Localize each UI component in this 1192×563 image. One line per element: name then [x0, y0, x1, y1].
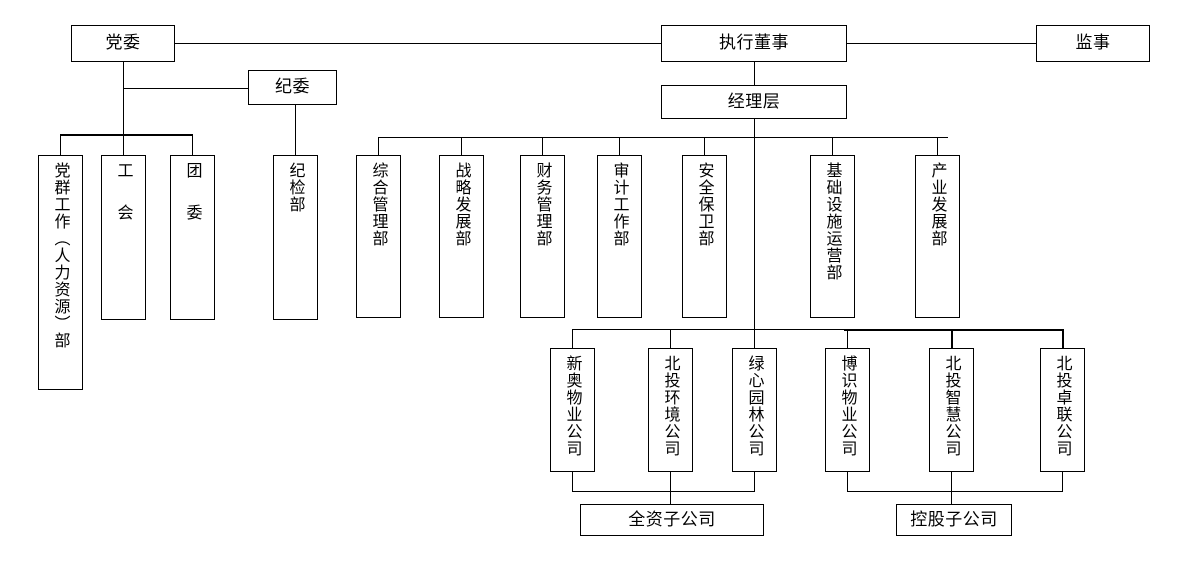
- subsidiary-drop-0: [572, 329, 573, 348]
- connector-director-to-supervisor: [847, 43, 1036, 44]
- department-bus: [378, 137, 948, 138]
- subsidiary-drop-3: [847, 329, 848, 348]
- department-drop-6: [937, 137, 938, 155]
- node-management-layer[interactable]: 经理层: [661, 85, 847, 119]
- department-drop-2: [542, 137, 543, 155]
- node-label: 审计工作部: [610, 162, 630, 247]
- holding-riser-1: [951, 472, 952, 491]
- node-dept-general-management[interactable]: 综合管理部: [356, 155, 401, 318]
- node-label: 经理层: [727, 91, 781, 112]
- node-label: 纪检部: [286, 162, 306, 213]
- node-supervisor[interactable]: 监事: [1036, 25, 1150, 62]
- holding-bracket: [847, 491, 1063, 492]
- node-subsidiary-beitou-smart[interactable]: 北投智慧公司: [929, 348, 974, 472]
- node-dept-industrial-development[interactable]: 产业发展部: [915, 155, 960, 318]
- node-subsidiary-xinao-property[interactable]: 新奥物业公司: [550, 348, 595, 472]
- node-label: 全资子公司: [628, 509, 716, 530]
- node-label: 博识物业公司: [838, 355, 858, 457]
- node-label: 党委: [105, 33, 141, 54]
- party-unit-drop-0: [60, 134, 61, 155]
- node-discipline-committee[interactable]: 纪委: [248, 70, 337, 105]
- node-discipline-inspection-dept[interactable]: 纪检部: [273, 155, 318, 320]
- connector-discipline-to-inspection: [295, 105, 296, 155]
- node-label: 工会: [114, 162, 134, 246]
- node-label: 综合管理部: [369, 162, 389, 247]
- node-subsidiary-beitou-zhuolian[interactable]: 北投卓联公司: [1040, 348, 1085, 472]
- party-unit-drop-1: [123, 134, 124, 155]
- node-dept-financial-management[interactable]: 财务管理部: [520, 155, 565, 318]
- connector-director-to-management: [754, 62, 755, 85]
- node-label: 执行董事: [719, 33, 789, 54]
- node-subsidiary-boshi-property[interactable]: 博识物业公司: [825, 348, 870, 472]
- node-label: 北投智慧公司: [942, 355, 962, 457]
- node-party-committee[interactable]: 党委: [71, 25, 175, 62]
- node-dept-audit-work[interactable]: 审计工作部: [597, 155, 642, 318]
- node-subsidiary-beitou-environment[interactable]: 北投环境公司: [648, 348, 693, 472]
- node-label: 控股子公司: [910, 509, 998, 530]
- party-unit-drop-2: [192, 134, 193, 155]
- subsidiary-drop-5: [1062, 329, 1064, 348]
- node-dept-infrastructure-operations[interactable]: 基础设施运营部: [810, 155, 855, 318]
- node-group-holding[interactable]: 控股子公司: [896, 504, 1012, 536]
- connector-party-stem: [123, 62, 124, 134]
- node-label: 纪委: [275, 77, 310, 98]
- node-label: 团委: [183, 162, 203, 246]
- wholly-owned-stem: [670, 491, 671, 504]
- node-subsidiary-lvxin-landscape[interactable]: 绿心园林公司: [732, 348, 777, 472]
- node-label: 新奥物业公司: [563, 355, 583, 457]
- department-drop-0: [378, 137, 379, 155]
- node-label: 战略发展部: [452, 162, 472, 247]
- node-label: 北投环境公司: [661, 355, 681, 457]
- node-label: 安全保卫部: [695, 162, 715, 247]
- node-label: 北投卓联公司: [1053, 355, 1073, 457]
- node-executive-director[interactable]: 执行董事: [661, 25, 847, 62]
- node-label: 财务管理部: [533, 162, 553, 247]
- wholly-owned-bracket: [572, 491, 755, 492]
- holding-riser-0: [847, 472, 848, 491]
- node-label: 产业发展部: [928, 162, 948, 247]
- node-label: 绿心园林公司: [745, 355, 765, 457]
- department-drop-5: [832, 137, 833, 155]
- subsidiary-drop-4: [951, 329, 953, 348]
- party-units-bus: [60, 134, 193, 136]
- wholly-owned-riser-0: [572, 472, 573, 491]
- wholly-owned-riser-1: [670, 472, 671, 491]
- subsidiary-drop-1: [670, 329, 671, 348]
- subsidiary-bus-right: [844, 329, 1063, 331]
- node-group-wholly-owned[interactable]: 全资子公司: [580, 504, 764, 536]
- connector-party-to-discipline: [123, 88, 248, 89]
- wholly-owned-riser-2: [754, 472, 755, 491]
- connector-management-stem: [754, 119, 755, 330]
- node-label: 党群工作（人力资源）部: [51, 162, 71, 349]
- node-youth-league-committee[interactable]: 团委: [170, 155, 215, 320]
- node-dept-strategic-development[interactable]: 战略发展部: [439, 155, 484, 318]
- node-label: 监事: [1075, 33, 1111, 54]
- department-drop-4: [704, 137, 705, 155]
- holding-stem: [951, 491, 952, 504]
- department-drop-3: [619, 137, 620, 155]
- department-drop-1: [461, 137, 462, 155]
- holding-riser-2: [1062, 472, 1063, 491]
- subsidiary-bus-left: [572, 329, 844, 330]
- node-label: 基础设施运营部: [823, 162, 843, 281]
- node-labor-union[interactable]: 工会: [101, 155, 146, 320]
- subsidiary-drop-2: [754, 329, 755, 348]
- node-party-work-hr-dept[interactable]: 党群工作（人力资源）部: [38, 155, 83, 390]
- connector-party-to-director: [175, 43, 661, 44]
- node-dept-security[interactable]: 安全保卫部: [682, 155, 727, 318]
